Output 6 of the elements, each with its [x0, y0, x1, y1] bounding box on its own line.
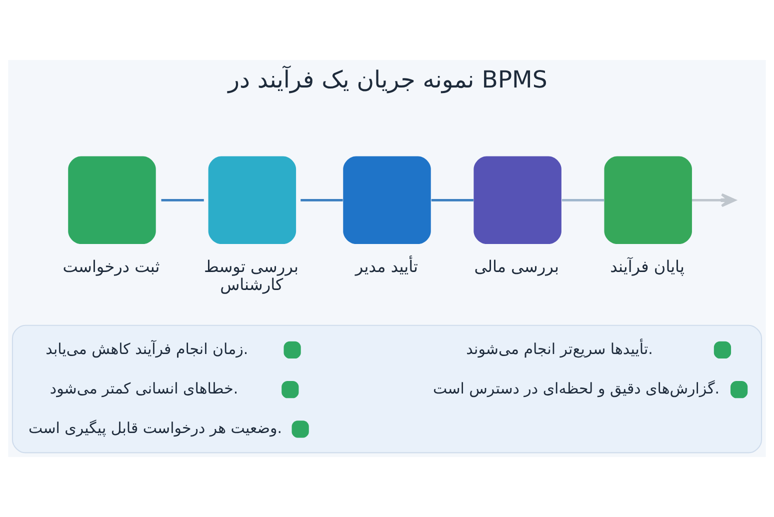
node-label: بررسی مالی [474, 256, 559, 276]
node-label: ثبت درخواست [62, 256, 160, 276]
node-label: تأیید مدیر [355, 256, 418, 276]
node-label: بررسی توسط کارشناس [204, 256, 298, 294]
node-label: پایان فرآیند [610, 256, 684, 276]
diagram-title: نمونه جریان یک فرآیند در BPMS [228, 65, 548, 94]
